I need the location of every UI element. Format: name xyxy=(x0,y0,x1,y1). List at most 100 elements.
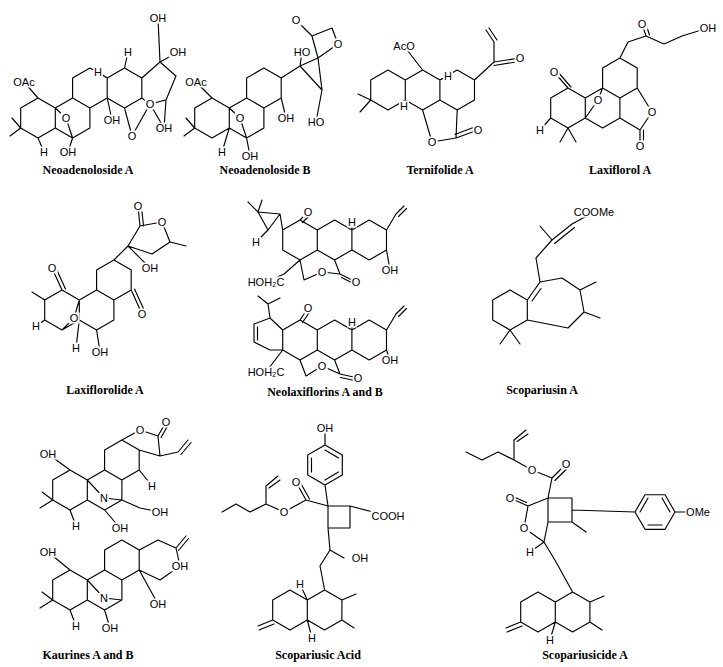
atom-label: O xyxy=(527,465,538,476)
atom-label: OH xyxy=(277,113,296,124)
atom-label: HOH₂C xyxy=(247,367,286,378)
atom-label: OH xyxy=(241,151,260,162)
atom-label: OH xyxy=(155,123,174,134)
atom-label: OH xyxy=(111,523,130,534)
atom-label: O xyxy=(303,303,314,314)
atom-label: OH xyxy=(381,355,400,366)
atom-label: O xyxy=(519,523,530,534)
atom-label: O xyxy=(333,39,344,50)
atom-label: O xyxy=(635,141,646,152)
compound-name: Scopariusic Acid xyxy=(273,649,363,661)
atom-label: O xyxy=(473,125,484,136)
atom-label: H xyxy=(31,321,41,332)
bond-lines xyxy=(493,212,600,344)
atom-label: O xyxy=(161,417,172,428)
compound-name: Neoadenoloside B xyxy=(217,164,312,176)
atom-label: H xyxy=(545,635,555,646)
bond-lines xyxy=(248,200,407,381)
atom-label: OH xyxy=(149,13,168,24)
compound-name: Ternifolide A xyxy=(404,164,475,176)
atom-label: O xyxy=(291,477,302,488)
atom-label: H xyxy=(217,147,227,158)
atom-label: N xyxy=(99,593,109,604)
atom-label: AcO xyxy=(392,41,415,52)
compound-name: Scopariusicide A xyxy=(540,649,630,661)
atom-label: O xyxy=(515,53,526,64)
atom-label: O xyxy=(353,373,364,384)
bond-lines xyxy=(40,422,191,628)
atom-label: H xyxy=(347,217,357,228)
atom-label: O xyxy=(637,19,648,30)
atom-label: H xyxy=(295,579,305,590)
atom-label: OH xyxy=(149,599,168,610)
atom-label: H xyxy=(71,521,81,532)
atom-label: H xyxy=(71,343,81,354)
atom-label: OH xyxy=(103,115,122,126)
atom-label: H xyxy=(147,481,157,492)
atom-label: O xyxy=(317,361,328,372)
atom-label: OH xyxy=(39,449,58,460)
bond-lines xyxy=(10,18,178,152)
compound-name: Neolaxiflorins A and B xyxy=(265,386,385,398)
atom-label: HO xyxy=(293,47,312,58)
atom-label: OH xyxy=(169,47,188,58)
atom-label: O xyxy=(427,137,438,148)
bond-lines xyxy=(222,428,388,638)
atom-label: OH xyxy=(351,553,370,564)
compound-name: Kaurines A and B xyxy=(40,649,135,661)
atom-label: OH xyxy=(699,23,718,34)
atom-label: OH xyxy=(91,347,110,358)
atom-label: O xyxy=(69,313,80,324)
atom-label: O xyxy=(303,207,314,218)
atom-label: H xyxy=(347,317,357,328)
bond-lines xyxy=(540,23,708,146)
atom-label: O xyxy=(157,217,168,228)
atom-label: H xyxy=(443,71,453,82)
atom-label: O xyxy=(279,507,290,518)
bond-lines xyxy=(466,430,698,640)
compound-name: Laxiflorol A xyxy=(587,164,653,176)
bond-lines xyxy=(32,206,186,352)
atom-label: O xyxy=(561,459,572,470)
atom-label: O xyxy=(549,67,560,78)
atom-label: OH xyxy=(171,561,190,572)
atom-label: H xyxy=(93,67,103,78)
compound-name: Scopariusin A xyxy=(504,384,580,396)
atom-label: O xyxy=(137,309,148,320)
atom-label: O xyxy=(145,99,156,110)
atom-label: O xyxy=(317,267,328,278)
bond-lines xyxy=(358,28,520,142)
atom-label: OH xyxy=(39,547,58,558)
atom-label: O xyxy=(135,425,146,436)
atom-label: H xyxy=(39,147,49,158)
compound-name: Laxiflorolide A xyxy=(64,384,145,396)
atom-label: O xyxy=(235,113,246,124)
atom-label: OAc xyxy=(184,77,207,88)
atom-label: H xyxy=(307,633,317,644)
atom-label: HO xyxy=(307,117,326,128)
atom-label: OH xyxy=(151,507,170,518)
atom-label: N xyxy=(99,493,109,504)
atom-label: OH xyxy=(59,147,78,158)
atom-label: H xyxy=(123,47,133,58)
atom-label: O xyxy=(291,15,302,26)
atom-label: H xyxy=(535,125,545,136)
atom-label: COOH xyxy=(371,511,406,522)
atom-label: O xyxy=(133,201,144,212)
atom-label: H xyxy=(251,237,261,248)
atom-label: O xyxy=(647,107,658,118)
atom-label: HOH₂C xyxy=(247,277,286,288)
bond-lines xyxy=(184,20,338,156)
atom-label: O xyxy=(505,493,516,504)
atom-label: H xyxy=(525,547,535,558)
atom-label: COOMe xyxy=(573,207,615,218)
atom-label: O xyxy=(61,113,72,124)
atom-label: OAc xyxy=(12,77,35,88)
atom-label: O xyxy=(351,277,362,288)
atom-label: OMe xyxy=(685,507,711,518)
atom-label: O xyxy=(47,263,58,274)
atom-label: O xyxy=(593,95,604,106)
atom-label: OH xyxy=(381,265,400,276)
